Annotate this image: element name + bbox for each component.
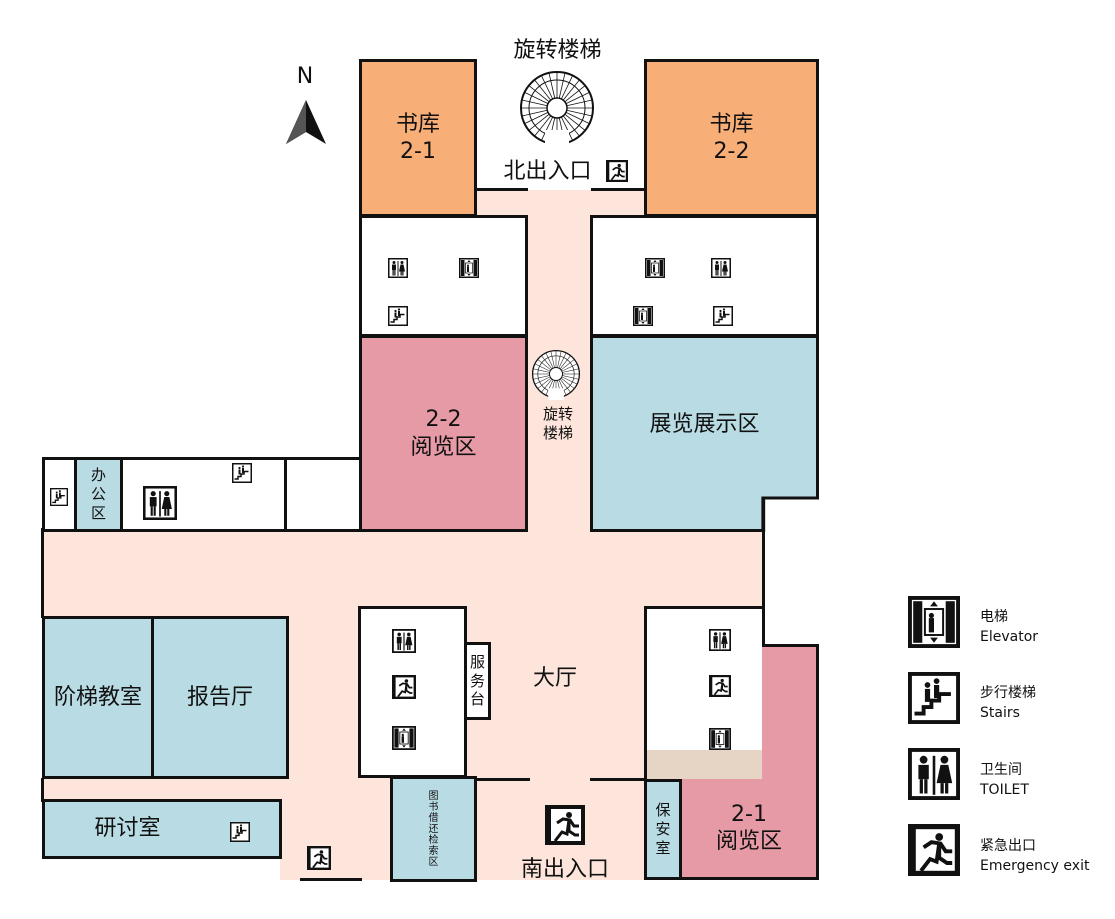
room-security[interactable]: 保 安 室 <box>644 779 682 880</box>
south-entrance-label: 南出入口 <box>520 857 609 883</box>
exit-icon <box>545 805 585 845</box>
legend-label-zh: 卫生间 <box>980 762 1022 778</box>
room-office[interactable]: 办 公 区 <box>74 457 123 532</box>
elevator-icon <box>633 306 653 326</box>
stairs-icon <box>388 306 408 326</box>
legend-label-zh: 电梯 <box>980 609 1008 625</box>
legend-item-toilet: 卫生间 TOILET <box>980 760 1029 801</box>
storage-area <box>647 750 762 779</box>
stairs-icon <box>908 672 960 724</box>
legend-item-elevator: 电梯 Elevator <box>980 607 1038 648</box>
corridor-southwest <box>280 790 395 880</box>
exit-icon <box>606 160 628 182</box>
stairs-icon <box>713 306 733 326</box>
room-label: 书库 2-2 <box>709 111 754 165</box>
wall <box>476 188 528 191</box>
room-stack-2-1[interactable]: 书库 2-1 <box>359 59 477 217</box>
room-label: 办 公 区 <box>90 466 106 522</box>
legend-item-stairs: 步行楼梯 Stairs <box>980 683 1036 724</box>
room-service-east-south <box>644 606 765 782</box>
room-auditorium[interactable]: 报告厅 <box>151 616 289 779</box>
north-entrance-label: 北出入口 <box>503 159 592 185</box>
spiral-stair-mid-label: 旋转 楼梯 <box>542 405 573 442</box>
wall <box>590 778 647 781</box>
exit-icon <box>392 675 416 699</box>
elevator-icon <box>459 258 479 278</box>
exit-icon <box>709 675 731 697</box>
service-desk[interactable]: 服 务 台 <box>464 642 491 720</box>
room-label: 阶梯教室 <box>53 684 142 710</box>
room-label: 报告厅 <box>186 684 253 710</box>
elevator-icon <box>709 728 731 750</box>
room-service-east <box>590 215 819 337</box>
room-reading-2-2[interactable]: 2-2 阅览区 <box>359 335 528 532</box>
toilet-icon <box>143 486 177 520</box>
room-service-west <box>359 215 528 337</box>
room-reading-2-1[interactable]: 2-1 阅览区 <box>679 779 819 880</box>
stairs-icon <box>232 463 252 483</box>
legend-item-exit: 紧急出口 Emergency exit <box>980 836 1089 877</box>
room-label: 2-2 阅览区 <box>410 407 477 460</box>
legend-label-zh: 紧急出口 <box>980 838 1036 854</box>
elevator-icon <box>908 596 960 648</box>
wall <box>284 457 287 532</box>
legend-label-en: Emergency exit <box>980 858 1090 875</box>
toilet-icon <box>392 629 416 653</box>
wall <box>41 528 44 618</box>
room-label: 展览展示区 <box>649 412 760 438</box>
spiral-stair-icon <box>530 345 582 403</box>
legend-label-en: TOILET <box>980 782 1029 799</box>
legend-label-zh: 步行楼梯 <box>980 685 1036 701</box>
room-label: 书库 2-1 <box>395 111 440 165</box>
legend-label-en: Stairs <box>980 705 1020 722</box>
room-label: 研讨室 <box>94 816 161 842</box>
toilet-icon <box>388 258 408 278</box>
wall <box>591 188 646 191</box>
toilet-icon <box>709 629 731 651</box>
stairs-icon <box>50 488 68 506</box>
elevator-icon <box>645 258 665 278</box>
wall <box>300 878 362 881</box>
elevator-icon <box>392 726 416 750</box>
spiral-stair-top-label: 旋转楼梯 <box>513 38 602 64</box>
room-label: 服 务 台 <box>469 652 485 709</box>
room-label: 图 书 借 还 检 索 区 <box>428 790 439 868</box>
toilet-icon <box>711 258 731 278</box>
room-lecture-hall[interactable]: 阶梯教室 <box>42 616 154 779</box>
exit-icon <box>307 846 331 870</box>
stairs-icon <box>230 822 250 842</box>
wall <box>475 778 530 781</box>
lobby-label: 大厅 <box>532 666 577 692</box>
north-arrow-icon <box>284 98 328 148</box>
room-reading-2-1-upper <box>762 644 819 784</box>
room-circulation[interactable]: 图 书 借 还 检 索 区 <box>390 776 477 882</box>
room-stack-2-2[interactable]: 书库 2-2 <box>644 59 819 217</box>
wall <box>762 528 765 608</box>
room-exhibition[interactable]: 展览展示区 <box>590 335 819 532</box>
spiral-stair-icon <box>517 68 597 148</box>
room-seminar[interactable]: 研讨室 <box>42 799 282 859</box>
exit-icon <box>908 824 960 876</box>
wall <box>41 778 44 802</box>
legend-label-en: Elevator <box>980 629 1039 646</box>
room-label: 保 安 室 <box>655 801 671 857</box>
toilet-icon <box>908 748 960 800</box>
room-service-center <box>358 606 467 778</box>
room-label: 2-1 阅览区 <box>715 801 782 855</box>
north-label: N <box>296 64 314 90</box>
